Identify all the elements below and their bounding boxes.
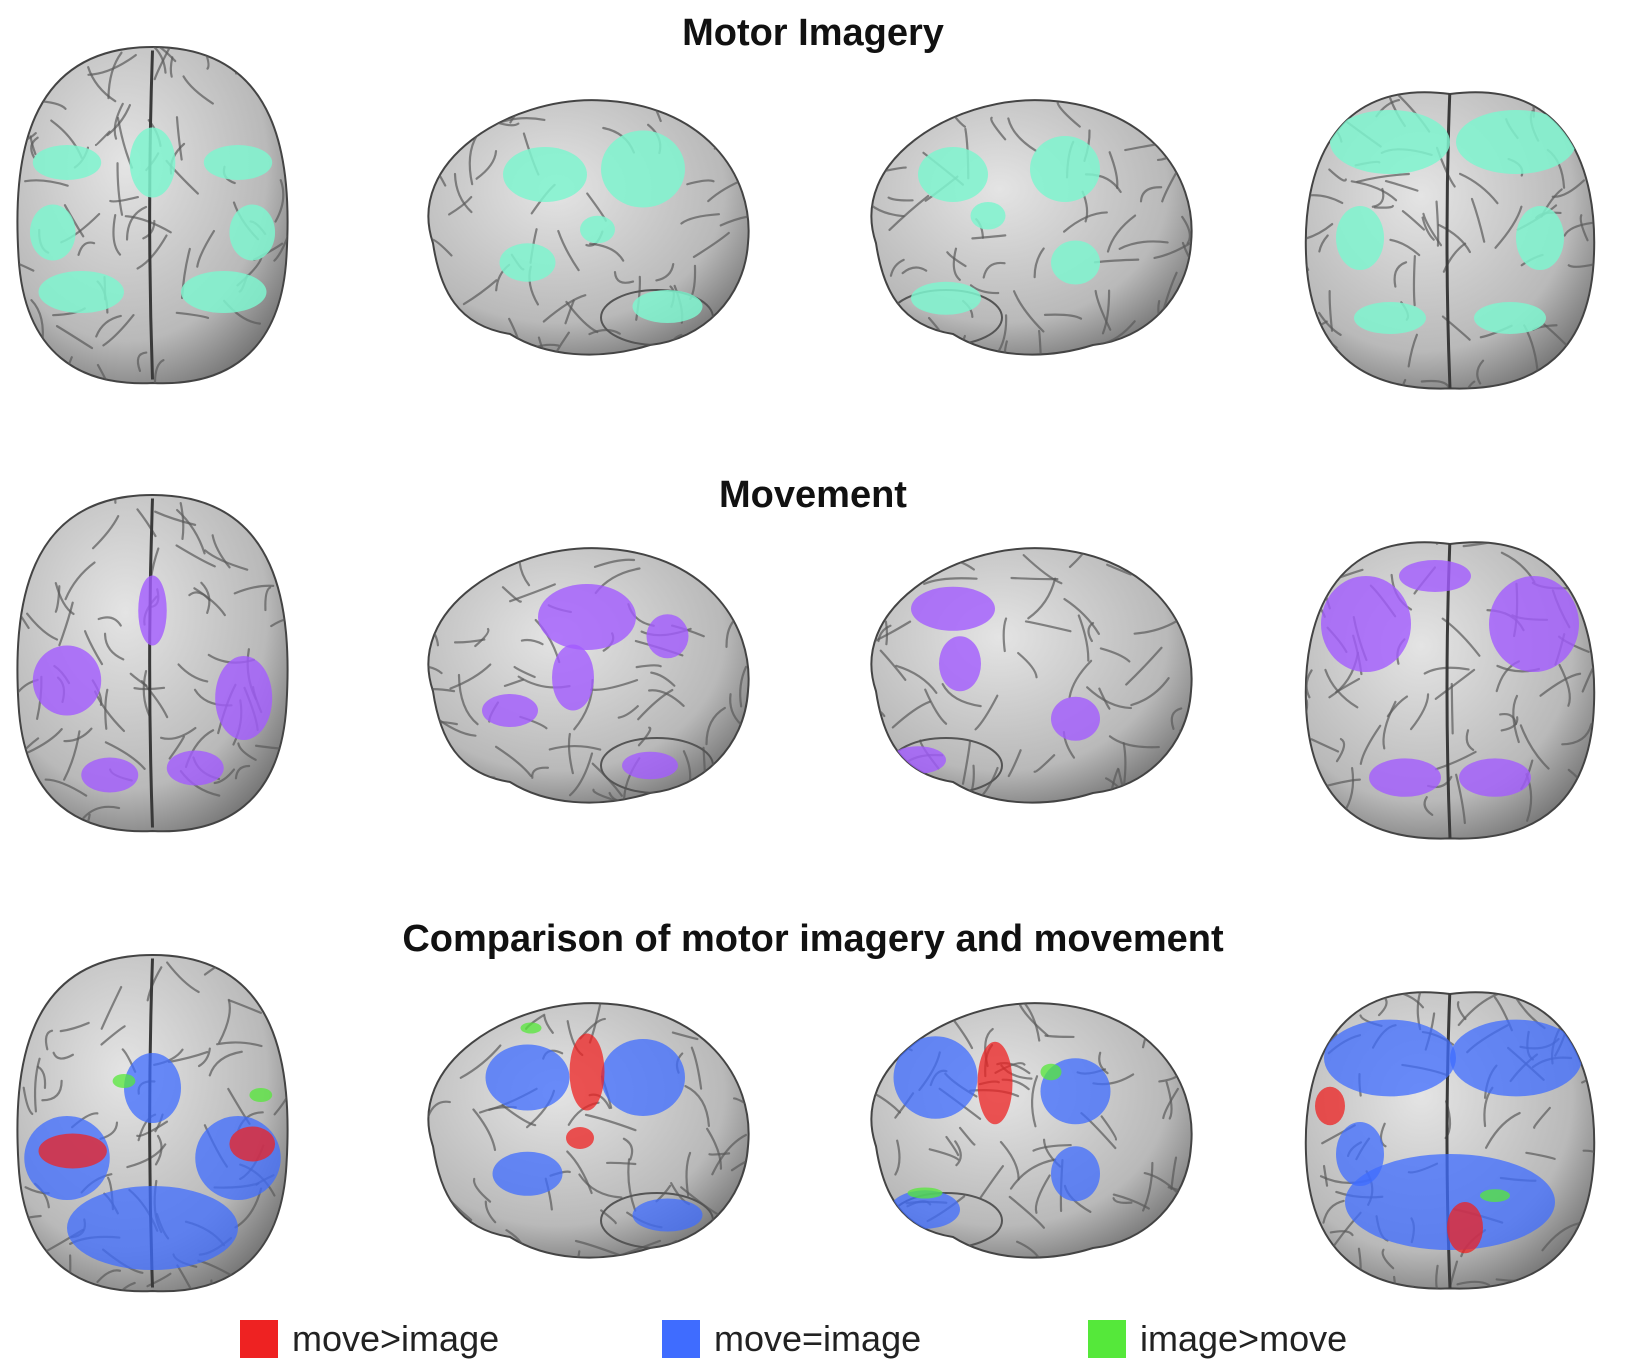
activation-blob xyxy=(1336,1122,1384,1186)
longitudinal-fissure xyxy=(1445,92,1452,389)
activation-blob xyxy=(229,1126,276,1162)
legend-item-move-eq-image: move=image xyxy=(662,1318,921,1360)
activation-blob xyxy=(1315,1086,1345,1126)
row-title-movement: Movement xyxy=(719,474,907,516)
activation-blob xyxy=(181,271,267,313)
activation-blob xyxy=(890,746,946,774)
activation-blob xyxy=(38,1133,107,1169)
activation-blob xyxy=(601,1039,685,1116)
activation-blob xyxy=(1456,110,1576,174)
activation-blob xyxy=(67,1186,238,1270)
activation-blob xyxy=(977,1041,1013,1125)
activation-blob xyxy=(646,614,689,659)
row-title-comparison: Comparison of motor imagery and movement xyxy=(402,918,1224,960)
activation-blob xyxy=(1354,302,1426,334)
activation-blob xyxy=(1489,576,1579,672)
brain-surface xyxy=(870,99,1193,356)
activation-blob xyxy=(112,1074,136,1088)
activation-blob xyxy=(1480,1189,1510,1202)
activation-blob xyxy=(566,1127,594,1149)
activation-blob xyxy=(601,130,685,208)
activation-blob xyxy=(907,1187,943,1199)
activation-blob xyxy=(632,290,703,323)
activation-blob xyxy=(32,145,102,180)
brain-comparison-right-lateral-view xyxy=(848,995,1198,1270)
brain-imagery-right-lateral-view xyxy=(848,92,1198,367)
activation-blob xyxy=(129,127,176,198)
activation-blob xyxy=(1321,576,1411,672)
activation-blob xyxy=(1030,136,1100,202)
activation-blob xyxy=(1336,206,1384,270)
legend-item-move-gt-image: move>image xyxy=(240,1318,499,1360)
activation-blob xyxy=(970,202,1006,230)
activation-blob xyxy=(1450,1019,1582,1097)
activation-blob xyxy=(81,757,139,793)
activation-blob xyxy=(1447,1202,1483,1254)
activation-blob xyxy=(124,1053,181,1123)
brain-surface xyxy=(16,493,289,833)
activation-blob xyxy=(1399,560,1471,592)
activation-blob xyxy=(939,636,981,692)
activation-blob xyxy=(485,1044,570,1111)
activation-blob xyxy=(569,1033,605,1111)
brain-movement-posterior-view xyxy=(1300,528,1600,848)
legend-item-image-gt-move: image>move xyxy=(1088,1318,1347,1360)
activation-blob xyxy=(1051,696,1100,741)
activation-blob xyxy=(911,281,981,315)
row-title-motor-imagery: Motor Imagery xyxy=(682,12,944,54)
brain-comparison-top-view xyxy=(10,948,295,1298)
brain-imagery-posterior-view xyxy=(1300,78,1600,398)
activation-blob xyxy=(911,586,995,631)
brain-movement-right-lateral-view xyxy=(848,540,1198,815)
activation-blob xyxy=(632,1198,703,1232)
activation-blob xyxy=(893,1036,978,1119)
activation-blob xyxy=(503,147,587,202)
activation-blob xyxy=(1051,1146,1100,1202)
activation-blob xyxy=(249,1088,273,1102)
legend-label: move=image xyxy=(714,1318,922,1359)
activation-blob xyxy=(1459,758,1531,797)
activation-blob xyxy=(195,1116,281,1200)
legend-swatch-blue xyxy=(662,1320,700,1358)
activation-blob xyxy=(166,750,224,786)
activation-blob xyxy=(1324,1019,1456,1097)
activation-blob xyxy=(520,1022,542,1034)
brain-imagery-left-lateral-view xyxy=(405,92,755,367)
activation-blob xyxy=(215,656,273,740)
activation-blob xyxy=(482,694,538,727)
activation-blob xyxy=(29,204,76,261)
brain-movement-top-view xyxy=(10,488,295,838)
brain-comparison-posterior-view xyxy=(1300,978,1600,1298)
legend-label: image>move xyxy=(1140,1318,1348,1359)
activation-blob xyxy=(538,584,636,650)
activation-blob xyxy=(622,751,678,780)
brain-movement-left-lateral-view xyxy=(405,540,755,815)
activation-blob xyxy=(492,1151,563,1196)
legend-swatch-red xyxy=(240,1320,278,1358)
activation-blob xyxy=(918,147,988,202)
activation-blob xyxy=(499,243,556,282)
activation-blob xyxy=(138,575,167,646)
activation-blob xyxy=(580,215,615,244)
activation-blob xyxy=(552,644,594,711)
legend-label: move>image xyxy=(292,1318,500,1359)
longitudinal-fissure xyxy=(148,50,154,380)
activation-blob xyxy=(1345,1154,1555,1250)
brain-comparison-left-lateral-view xyxy=(405,995,755,1270)
activation-blob xyxy=(1040,1063,1062,1081)
activation-blob xyxy=(1516,206,1564,270)
activation-blob xyxy=(203,145,273,180)
legend-swatch-green xyxy=(1088,1320,1126,1358)
brain-imagery-top-view xyxy=(10,40,295,390)
activation-blob xyxy=(32,645,102,716)
longitudinal-fissure xyxy=(148,498,154,828)
activation-blob xyxy=(1330,110,1450,174)
activation-blob xyxy=(1051,240,1100,285)
activation-blob xyxy=(1369,758,1441,797)
activation-blob xyxy=(38,271,124,313)
activation-blob xyxy=(1474,302,1546,334)
activation-blob xyxy=(229,204,276,261)
